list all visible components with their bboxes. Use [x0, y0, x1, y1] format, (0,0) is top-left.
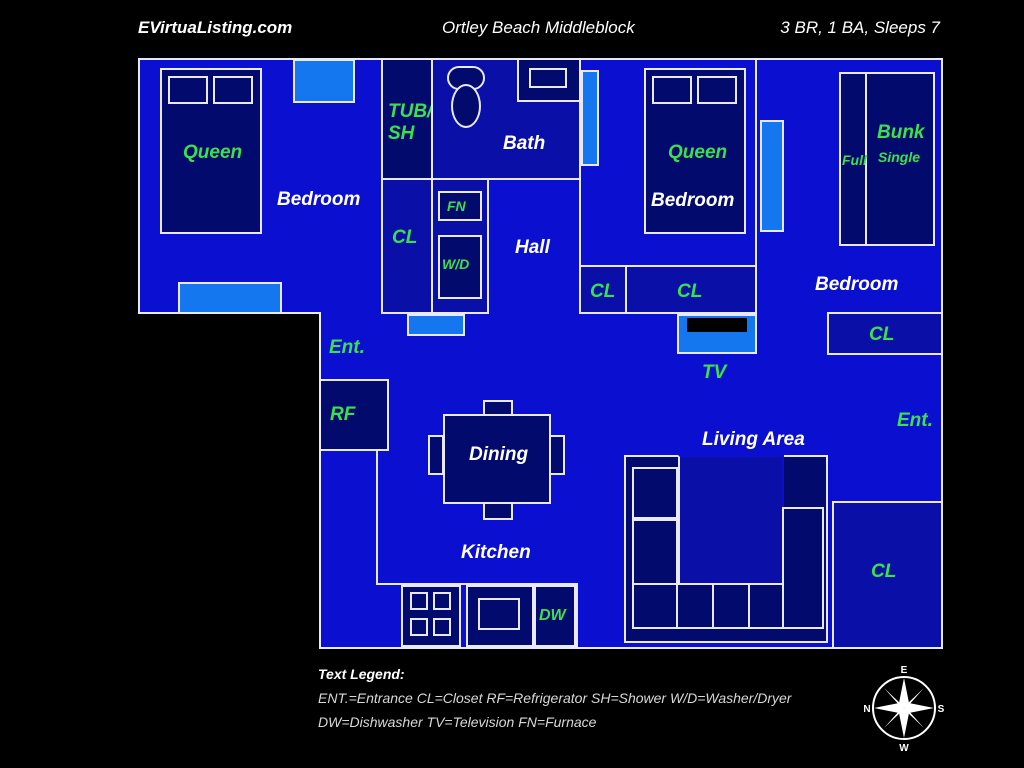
queen-label: Queen [183, 142, 243, 163]
tub-shower [381, 58, 433, 180]
compass-w: W [899, 743, 909, 752]
dining-label: Dining [469, 444, 529, 465]
chair [428, 435, 444, 475]
dishwasher [534, 585, 576, 647]
sofa-cushion [632, 467, 678, 519]
sofa-cushion [676, 583, 714, 629]
single-label: Single [878, 149, 921, 165]
tv-label: TV [702, 362, 727, 383]
toilet-bowl [451, 84, 481, 128]
tub-label: TUB/ [388, 101, 433, 122]
legend-title: Text Legend: [318, 666, 405, 682]
sofa-cushion [748, 583, 784, 629]
window [407, 314, 465, 336]
burner [410, 592, 428, 610]
sofa-cushion [782, 507, 824, 629]
bath-label: Bath [503, 133, 546, 154]
wall [579, 58, 581, 314]
legend-line: ENT.=Entrance CL=Closet RF=Refrigerator … [318, 690, 792, 706]
burner [433, 592, 451, 610]
property-info: 3 BR, 1 BA, Sleeps 7 [780, 18, 940, 37]
full-label: Full [842, 152, 867, 168]
compass-e: E [901, 665, 908, 676]
furnace-label: FN [447, 198, 466, 214]
refrigerator [319, 379, 389, 451]
burner [410, 618, 428, 636]
closet-label: CL [677, 281, 703, 302]
page-title: Ortley Beach Middleblock [442, 18, 635, 37]
bedroom-label: Bedroom [651, 190, 735, 211]
closet-label: CL [590, 281, 616, 302]
dishwasher-label: DW [539, 607, 566, 624]
bedroom-label: Bedroom [277, 189, 361, 210]
closet [579, 265, 627, 314]
entrance-label: Ent. [329, 337, 365, 358]
dining-table [443, 414, 551, 504]
bedroom-label: Bedroom [815, 274, 899, 295]
pillow [168, 76, 208, 104]
sofa-cushion [632, 583, 678, 629]
refrigerator-label: RF [330, 404, 356, 425]
closet [827, 312, 943, 355]
pillow [652, 76, 692, 104]
closet-label: CL [869, 324, 895, 345]
chair [549, 435, 565, 475]
counter [576, 583, 578, 649]
closet-label: CL [392, 227, 418, 248]
burner [433, 618, 451, 636]
bunk-bed [865, 72, 935, 246]
compass-s: S [938, 704, 944, 715]
hall-label: Hall [515, 237, 550, 258]
wall [487, 178, 489, 314]
shower-label: SH [388, 123, 415, 144]
washer-dryer [438, 235, 482, 299]
window [760, 120, 784, 232]
living-area-label: Living Area [702, 429, 805, 450]
window [581, 70, 599, 166]
compass-n: N [864, 704, 871, 715]
site-name: EVirtuaListing.com [138, 18, 293, 37]
hall-closet [381, 178, 433, 314]
bunk-label: Bunk [877, 122, 925, 143]
sofa-cushion [712, 583, 750, 629]
legend-line: DW=Dishwasher TV=Television FN=Furnace [318, 714, 597, 730]
sink-basin [478, 598, 520, 630]
wall [319, 312, 321, 649]
furnace [438, 191, 482, 221]
window [178, 282, 282, 314]
closet [832, 501, 943, 649]
pillow [697, 76, 737, 104]
counter [376, 583, 578, 585]
washer-dryer-label: W/D [442, 256, 470, 272]
queen-label: Queen [668, 142, 728, 163]
sofa-inner [678, 455, 784, 585]
sofa-cushion [632, 519, 678, 585]
wall [755, 58, 757, 314]
pillow [213, 76, 253, 104]
wall [319, 647, 943, 649]
full-bed [839, 72, 867, 246]
window [293, 59, 355, 103]
sink-basin [529, 68, 567, 88]
closet-label: CL [871, 561, 897, 582]
closet [625, 265, 757, 314]
compass-rose-icon: E W N S [864, 665, 944, 752]
wall [138, 58, 140, 314]
kitchen-label: Kitchen [461, 542, 531, 563]
counter [376, 450, 378, 585]
tv-screen [687, 318, 747, 332]
chair [483, 502, 513, 520]
entrance-label: Ent. [897, 410, 933, 431]
